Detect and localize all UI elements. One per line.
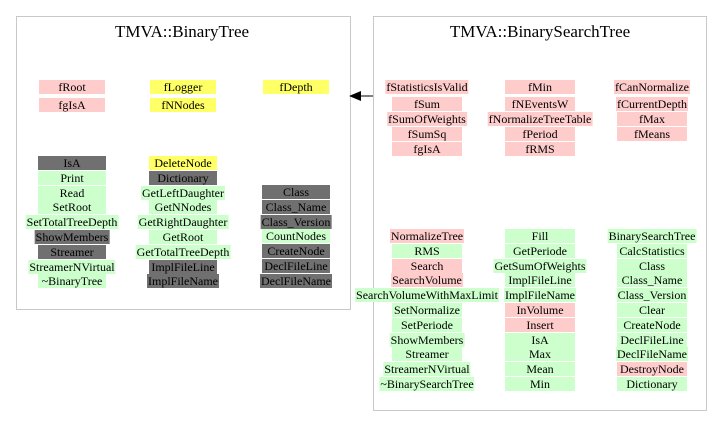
binarysearchtree-method-involume[interactable]: InVolume <box>505 303 575 317</box>
binarytree-method-streamer[interactable]: Streamer <box>38 244 106 259</box>
binarytree-method-countnodes[interactable]: CountNodes <box>262 229 330 244</box>
binarysearchtree-member-fcurrentdepth[interactable]: fCurrentDepth <box>616 97 688 111</box>
binarytree-method-getrightdaughter[interactable]: GetRightDaughter <box>137 215 229 230</box>
binarysearchtree-method-createnode[interactable]: CreateNode <box>617 317 687 332</box>
binarytree-method-print[interactable]: Print <box>38 170 106 185</box>
binarytree-method-streamernvirtual[interactable]: StreamerNVirtual <box>28 259 116 274</box>
binarysearchtree-member-frms[interactable]: fRMS <box>505 142 575 156</box>
binarysearchtree-method-isa[interactable]: IsA <box>505 332 575 347</box>
binarysearchtree-method-mean[interactable]: Mean <box>505 362 575 377</box>
binarytree-member-flogger[interactable]: fLogger <box>150 80 216 94</box>
binarytree-method-declfilename[interactable]: DeclFileName <box>260 273 332 288</box>
binarytree-method-createnode[interactable]: CreateNode <box>262 244 330 259</box>
binarysearchtree-method-class[interactable]: Class <box>617 258 687 273</box>
binarytree-method-class[interactable]: Class <box>262 185 330 199</box>
binarysearchtree-method-max[interactable]: Max <box>505 347 575 362</box>
binarytree-method-class-name[interactable]: Class_Name <box>262 199 330 214</box>
binarytree-method-implfilename[interactable]: ImplFileName <box>147 274 219 289</box>
binarysearchtree-member-fsumofweights[interactable]: fSumOfWeights <box>387 112 467 126</box>
binarytree-member-fgisa[interactable]: fgIsA <box>39 98 105 112</box>
binarysearchtree-member-fstatisticsisvalid[interactable]: fStatisticsIsValid <box>385 80 469 94</box>
binarysearchtree-method-dictionary[interactable]: Dictionary <box>617 377 687 391</box>
binarytree-method-dictionary[interactable]: Dictionary <box>149 170 217 185</box>
binarysearchtree-member-fmax[interactable]: fMax <box>617 112 687 126</box>
binarysearchtree-method-showmembers[interactable]: ShowMembers <box>389 332 465 347</box>
binarysearchtree-method-declfilename[interactable]: DeclFileName <box>616 347 688 362</box>
binarytree-member-fnnodes[interactable]: fNNodes <box>150 98 216 112</box>
binarytree-method-getnnodes[interactable]: GetNNodes <box>149 200 217 215</box>
binarysearchtree-method-min[interactable]: Min <box>505 377 575 391</box>
binarysearchtree-method-class-version[interactable]: Class_Version <box>616 288 688 303</box>
binarysearchtree-method-setperiode[interactable]: SetPeriode <box>392 317 462 332</box>
binarytree-member-froot[interactable]: fRoot <box>39 80 105 94</box>
binarysearchtree-method-implfilename[interactable]: ImplFileName <box>504 288 576 303</box>
binarysearchtree-method-binarysearchtree[interactable]: ~BinarySearchTree <box>379 377 475 391</box>
binarysearchtree-method-normalizetree[interactable]: NormalizeTree <box>389 229 465 243</box>
binarytree-method-declfileline[interactable]: DeclFileLine <box>262 259 330 273</box>
binarytree-method-getleftdaughter[interactable]: GetLeftDaughter <box>141 185 225 200</box>
binarytree-method-setroot[interactable]: SetRoot <box>38 200 106 215</box>
binarysearchtree-method-rms[interactable]: RMS <box>392 243 462 258</box>
binarysearchtree-method-getsumofweights[interactable]: GetSumOfWeights <box>493 258 587 273</box>
binarysearchtree-member-fsumsq[interactable]: fSumSq <box>392 127 462 141</box>
binarysearchtree-title: TMVA::BinarySearchTree <box>449 22 631 41</box>
binarysearchtree-method-class-name[interactable]: Class_Name <box>617 273 687 288</box>
binarytree-title: TMVA::BinaryTree <box>114 22 250 41</box>
binarytree-method-settotaltreedepth[interactable]: SetTotalTreeDepth <box>25 215 119 230</box>
binarysearchtree-method-setnormalize[interactable]: SetNormalize <box>392 303 462 317</box>
binarysearchtree-member-fmin[interactable]: fMin <box>505 80 575 94</box>
binarysearchtree-member-fperiod[interactable]: fPeriod <box>505 127 575 141</box>
binarysearchtree-member-fsum[interactable]: fSum <box>392 97 462 111</box>
binarysearchtree-method-searchvolume[interactable]: SearchVolume <box>391 273 463 288</box>
binarysearchtree-method-insert[interactable]: Insert <box>505 317 575 332</box>
binarytree-member-fdepth[interactable]: fDepth <box>263 80 329 94</box>
binarysearchtree-method-streamer[interactable]: Streamer <box>392 347 462 362</box>
binarysearchtree-method-getperiode[interactable]: GetPeriode <box>505 243 575 258</box>
binarysearchtree-method-fill[interactable]: Fill <box>505 229 575 243</box>
binarysearchtree-member-fneventsw[interactable]: fNEventsW <box>505 97 575 111</box>
binarysearchtree-method-declfileline[interactable]: DeclFileLine <box>617 332 687 347</box>
binarysearchtree-member-fcannormalize[interactable]: fCanNormalize <box>614 80 690 94</box>
binarytree-method-getroot[interactable]: GetRoot <box>149 230 217 244</box>
binarytree-method-binarytree[interactable]: ~BinaryTree <box>38 274 106 289</box>
binarysearchtree-method-searchvolumewithmaxlimit[interactable]: SearchVolumeWithMaxLimit <box>355 288 499 303</box>
binarytree-method-class-version[interactable]: Class_Version <box>260 214 332 229</box>
binarysearchtree-method-search[interactable]: Search <box>392 258 462 273</box>
binarysearchtree-method-destroynode[interactable]: DestroyNode <box>617 362 687 377</box>
binarysearchtree-member-fnormalizetreetable[interactable]: fNormalizeTreeTable <box>487 112 593 126</box>
binarytree-method-gettotaltreedepth[interactable]: GetTotalTreeDepth <box>135 244 231 259</box>
binarysearchtree-method-implfileline[interactable]: ImplFileLine <box>505 273 575 288</box>
binarytree-method-deletenode[interactable]: DeleteNode <box>149 156 217 170</box>
binarysearchtree-method-clear[interactable]: Clear <box>617 303 687 317</box>
binarytree-method-isa[interactable]: IsA <box>38 156 106 170</box>
binarysearchtree-method-calcstatistics[interactable]: CalcStatistics <box>617 243 687 258</box>
binarysearchtree-method-streamernvirtual[interactable]: StreamerNVirtual <box>383 362 471 377</box>
binarysearchtree-member-fmeans[interactable]: fMeans <box>617 127 687 141</box>
binarytree-method-read[interactable]: Read <box>38 185 106 200</box>
binarysearchtree-method-binarysearchtree[interactable]: BinarySearchTree <box>607 229 697 243</box>
binarytree-method-implfileline[interactable]: ImplFileLine <box>149 259 217 274</box>
binarysearchtree-member-fgisa[interactable]: fgIsA <box>392 142 462 156</box>
binarytree-method-showmembers[interactable]: ShowMembers <box>34 230 110 244</box>
